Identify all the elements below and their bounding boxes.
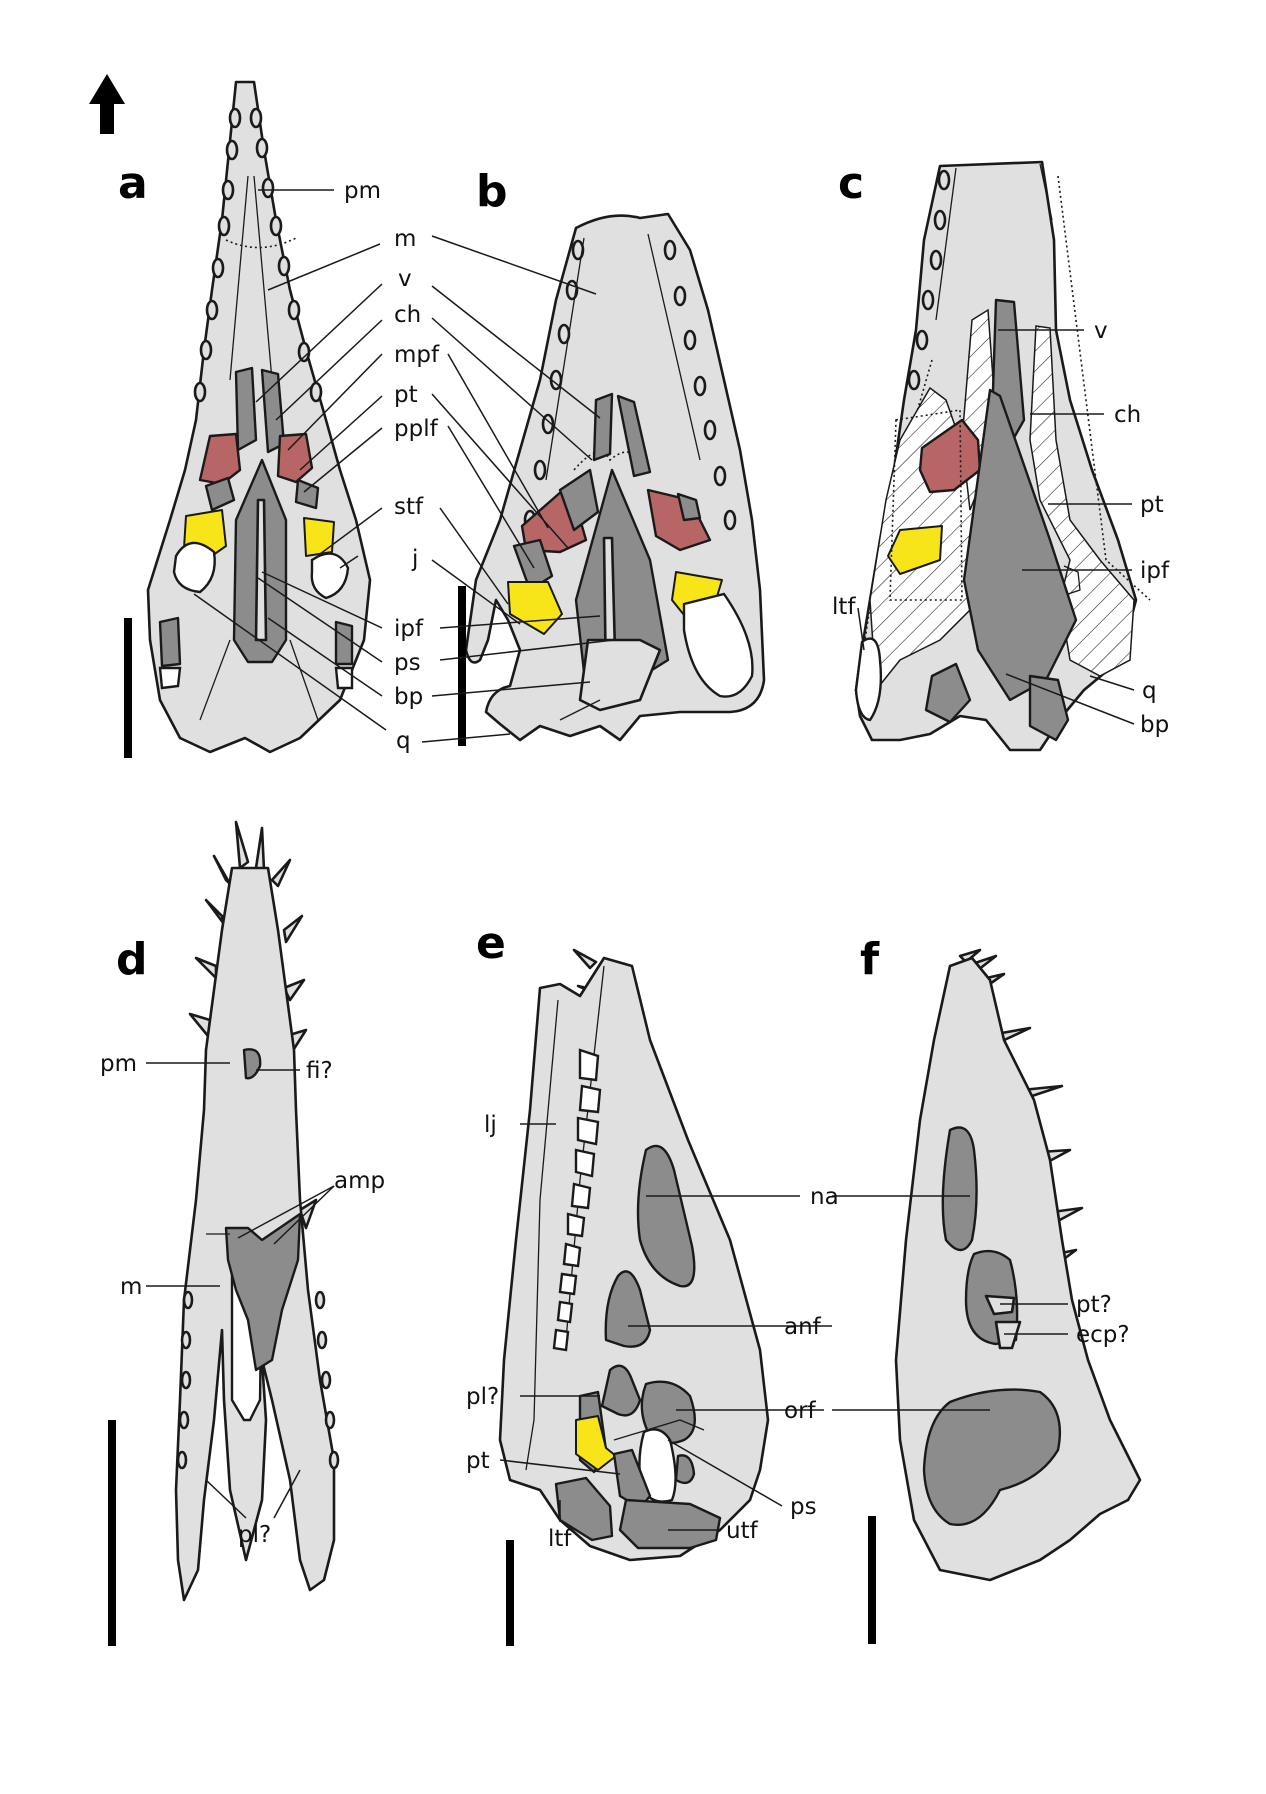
leader-lines xyxy=(146,189,1135,1531)
panel-f: f xyxy=(860,934,1142,1644)
arrow-up-icon xyxy=(89,74,125,134)
label-q-ab: q xyxy=(396,728,411,754)
label-utf: utf xyxy=(726,1518,759,1544)
ppl-fenestra-left-a xyxy=(204,476,236,512)
red-bone-c xyxy=(918,418,982,494)
reconstructed-area-right-c xyxy=(1029,325,1135,677)
panel-letter-a: a xyxy=(118,158,148,209)
upper-temporal-fenestra-e xyxy=(618,1498,722,1550)
scale-bar-e xyxy=(506,1540,514,1646)
vomer-opening-left-b xyxy=(592,392,614,462)
panel-a: a xyxy=(118,80,372,758)
label-ltf-e: ltf xyxy=(548,1526,572,1552)
orbit-f xyxy=(922,1388,1062,1526)
label-pt-f: pt? xyxy=(1076,1292,1112,1318)
label-v-ab: v xyxy=(398,266,412,292)
antorbital-fenestra-e xyxy=(604,1270,652,1348)
alveoli-c xyxy=(907,169,951,391)
label-bp-ab: bp xyxy=(394,684,423,710)
red-bone-right-a xyxy=(276,432,314,484)
label-anf: anf xyxy=(784,1314,822,1340)
label-j: j xyxy=(411,546,418,572)
panel-d: d xyxy=(108,820,340,1646)
label-stf: stf xyxy=(394,494,424,520)
label-ecp-f: ecp? xyxy=(1076,1322,1130,1348)
label-ps-ab: ps xyxy=(394,650,421,676)
label-pl-e: pl? xyxy=(466,1384,499,1410)
label-fi-d: fi? xyxy=(306,1058,333,1084)
choana-left-a xyxy=(234,366,258,452)
yellow-bone-c xyxy=(887,525,943,575)
label-lj-e: lj xyxy=(484,1112,497,1138)
vomer-opening-right-b xyxy=(616,394,652,478)
label-ps-e: ps xyxy=(790,1494,817,1520)
label-ipf-c: ipf xyxy=(1140,558,1170,584)
label-q-c: q xyxy=(1142,678,1157,704)
scale-bar-a xyxy=(124,618,132,758)
scale-bar-f xyxy=(868,1516,876,1644)
label-ipf-ab: ipf xyxy=(394,616,424,642)
alveoli-b xyxy=(523,239,737,531)
label-ltf-c: ltf xyxy=(832,594,856,620)
stf-right-b xyxy=(682,592,754,698)
panel-letter-e: e xyxy=(476,918,506,969)
label-pt-ab: pt xyxy=(394,382,418,408)
external-naris-f xyxy=(941,1126,978,1252)
panel-e: e xyxy=(476,918,770,1646)
label-v-c: v xyxy=(1094,318,1108,344)
stf-left-a xyxy=(172,541,216,594)
amp-opening-d xyxy=(224,1212,302,1372)
panel-letter-b: b xyxy=(476,166,508,217)
stf-right-a xyxy=(310,552,350,600)
label-m-d: m xyxy=(120,1274,142,1300)
foramen-d xyxy=(242,1048,262,1080)
label-pl-d: pl? xyxy=(238,1522,271,1548)
panel-b: b xyxy=(458,166,766,746)
panel-letter-f: f xyxy=(860,934,880,985)
label-pm-a: pm xyxy=(344,178,381,204)
label-m-ab: m xyxy=(394,226,416,252)
alveoli-a xyxy=(193,107,323,403)
label-pplf: pplf xyxy=(394,416,439,442)
scale-bar-b xyxy=(458,586,466,746)
label-pt-e: pt xyxy=(466,1448,490,1474)
yellow-bone-left-b xyxy=(507,581,563,635)
ltf-c xyxy=(854,637,883,722)
labels: pm m v ch mpf pt pplf stf j ipf ps bp q … xyxy=(100,178,1170,1552)
label-bp-c: bp xyxy=(1140,712,1169,738)
yellow-bone-right-a xyxy=(303,517,335,557)
scale-bar-d xyxy=(108,1420,116,1646)
label-ch-c: ch xyxy=(1114,402,1141,428)
label-pt-c: pt xyxy=(1140,492,1164,518)
external-naris-e xyxy=(636,1144,696,1288)
label-ch-ab: ch xyxy=(394,302,421,328)
alveoli-e xyxy=(552,1048,602,1352)
label-mpf: mpf xyxy=(394,342,440,368)
alveoli-d xyxy=(176,1290,340,1470)
label-pm-d: pm xyxy=(100,1051,137,1077)
red-bone-left-a xyxy=(198,432,242,486)
panel-c: c xyxy=(838,158,1151,752)
label-amp-d: amp xyxy=(334,1168,385,1194)
panel-letter-c: c xyxy=(838,158,864,209)
label-na: na xyxy=(810,1184,839,1210)
panel-letter-d: d xyxy=(116,934,148,985)
label-orf: orf xyxy=(784,1398,817,1424)
